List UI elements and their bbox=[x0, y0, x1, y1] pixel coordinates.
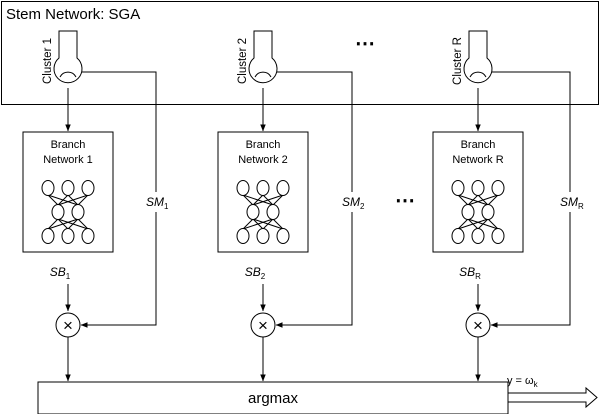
output-label: y = ωk bbox=[507, 375, 539, 389]
nn-node bbox=[41, 228, 55, 244]
cluster-2-arc bbox=[254, 71, 272, 78]
neural-net-r-icon bbox=[451, 180, 505, 244]
branch-network-1-label-line1: Branch bbox=[51, 139, 86, 151]
nn-node bbox=[256, 180, 270, 196]
nn-edge bbox=[67, 218, 79, 230]
nn-node bbox=[236, 228, 250, 244]
nn-edge bbox=[47, 194, 59, 206]
nn-edge bbox=[272, 194, 284, 206]
nn-node bbox=[236, 180, 250, 196]
multiply-1-symbol: × bbox=[63, 316, 73, 335]
neural-net-1-icon bbox=[41, 180, 95, 244]
nn-node bbox=[266, 204, 280, 220]
nn-edge bbox=[487, 218, 499, 230]
stem-network-box bbox=[1, 1, 599, 105]
cluster-2-label: Cluster 2 bbox=[237, 38, 249, 84]
output-arrow bbox=[508, 386, 598, 409]
nn-edge bbox=[467, 194, 479, 206]
cluster-r-label: Cluster R bbox=[452, 37, 464, 85]
sm-1-label: SM1 bbox=[146, 195, 169, 211]
nn-node bbox=[61, 180, 75, 196]
nn-edge bbox=[457, 218, 489, 230]
nn-edge bbox=[57, 194, 89, 206]
nn-edge bbox=[242, 194, 254, 206]
cluster-r-funnel bbox=[463, 30, 493, 84]
nn-edge bbox=[477, 218, 489, 230]
sb-2-label: SB2 bbox=[245, 265, 266, 281]
branch-network-2-label-line2: Network 2 bbox=[238, 154, 288, 166]
nn-node bbox=[461, 204, 475, 220]
multiply-r-symbol: × bbox=[473, 316, 483, 335]
nn-node bbox=[246, 204, 260, 220]
nn-edge bbox=[242, 218, 274, 230]
argmax-box bbox=[37, 381, 509, 414]
sm-r-label-bg bbox=[558, 192, 584, 212]
branch-network-2-label-line1: Branch bbox=[246, 139, 281, 151]
nn-node bbox=[61, 228, 75, 244]
stem-network-title: Stem Network: SGA bbox=[6, 6, 140, 23]
cluster-2-funnel bbox=[248, 30, 278, 84]
sm-1-label-bg bbox=[144, 192, 170, 212]
nn-edge bbox=[242, 218, 254, 230]
nn-edge bbox=[252, 194, 264, 206]
sm-2-label: SM2 bbox=[342, 195, 365, 211]
nn-edge bbox=[487, 194, 499, 206]
nn-node bbox=[481, 204, 495, 220]
nn-edge bbox=[252, 194, 284, 206]
nn-node bbox=[451, 180, 465, 196]
multiply-2-symbol: × bbox=[258, 316, 268, 335]
nn-edge bbox=[457, 218, 469, 230]
cluster-1-funnel bbox=[53, 30, 83, 84]
nn-node bbox=[81, 180, 95, 196]
nn-node bbox=[41, 180, 55, 196]
nn-node bbox=[491, 180, 505, 196]
nn-node bbox=[51, 204, 65, 220]
argmax-label: argmax bbox=[248, 390, 299, 407]
nn-edge bbox=[272, 218, 284, 230]
stem-ellipsis: ⋯ bbox=[355, 33, 375, 55]
branch-network-1-label-line2: Network 1 bbox=[43, 154, 93, 166]
nn-node bbox=[71, 204, 85, 220]
nn-edge bbox=[77, 194, 89, 206]
branch-ellipsis: ⋯ bbox=[395, 190, 415, 212]
nn-node bbox=[471, 228, 485, 244]
nn-edge bbox=[467, 194, 499, 206]
nn-node bbox=[471, 180, 485, 196]
nn-node bbox=[276, 228, 290, 244]
cluster-1-label: Cluster 1 bbox=[42, 38, 54, 84]
sb-r-label: SBR bbox=[459, 265, 481, 281]
branch-network-r-label-line2: Network R bbox=[452, 154, 503, 166]
nn-node bbox=[276, 180, 290, 196]
nn-edge bbox=[262, 218, 274, 230]
nn-node bbox=[256, 228, 270, 244]
sb-1-label: SB1 bbox=[50, 265, 71, 281]
nn-edge bbox=[47, 218, 59, 230]
nn-node bbox=[81, 228, 95, 244]
nn-node bbox=[451, 228, 465, 244]
cluster-1-arc bbox=[59, 71, 77, 78]
neural-net-2-icon bbox=[236, 180, 290, 244]
cluster-r-arc bbox=[469, 71, 487, 78]
sm-r-label: SMR bbox=[560, 195, 584, 211]
sm-2-label-bg bbox=[340, 192, 366, 212]
nn-edge bbox=[57, 194, 69, 206]
nn-node bbox=[491, 228, 505, 244]
branch-network-r-label-line1: Branch bbox=[461, 139, 496, 151]
nn-edge bbox=[47, 218, 79, 230]
nn-edge bbox=[77, 218, 89, 230]
nn-edge bbox=[457, 194, 469, 206]
